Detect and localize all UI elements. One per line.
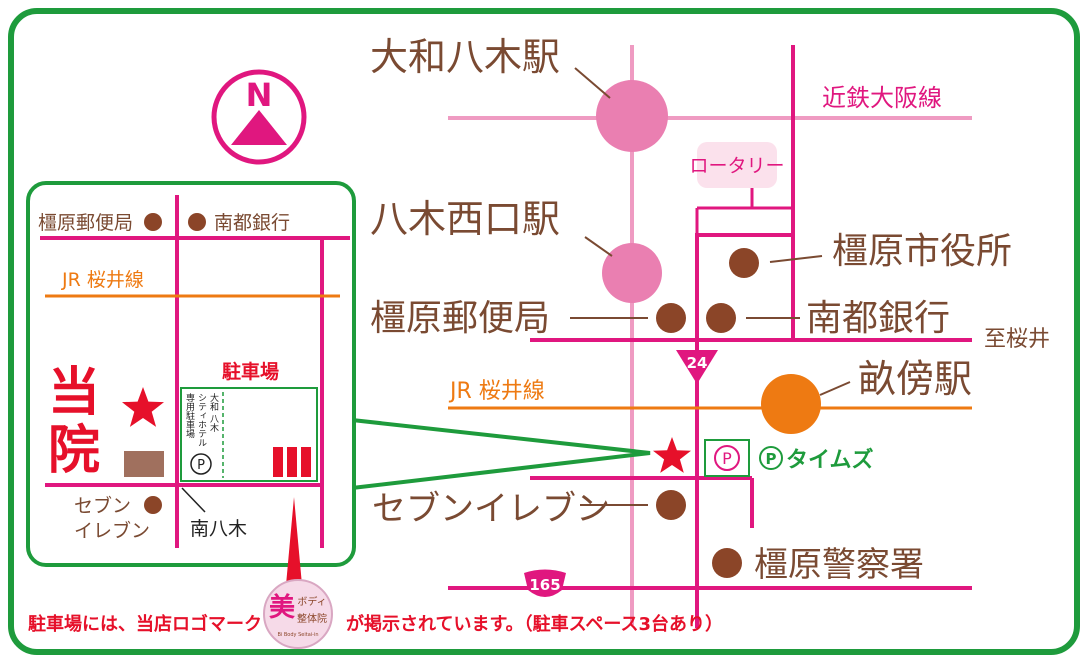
route165-shield <box>524 569 566 597</box>
logo-mark <box>263 579 333 649</box>
inset-parking-title: 駐車場 <box>222 360 279 383</box>
footer-text-before: 駐車場には、当店ロゴマーク <box>28 613 262 635</box>
leader-yamato-yagi <box>574 67 611 99</box>
marker-seven-eleven <box>656 490 686 520</box>
inset-parking-p-icon <box>190 453 212 475</box>
inset-label-seven-2: イレブン <box>74 519 150 542</box>
label-kintetsu-osaka: 近鉄大阪線 <box>822 84 942 112</box>
marker-nanto-bank <box>706 303 736 333</box>
inset-hotel-col-3: シティホテル <box>196 393 207 447</box>
logo-main-char: 美 <box>269 592 295 623</box>
inset-label-nanto-bank: 南都銀行 <box>214 212 290 234</box>
inset-clinic-label-2: 院 <box>48 421 100 481</box>
station-yagi-nishiguchi <box>602 243 662 303</box>
inset-marker-post-office <box>144 213 162 231</box>
label-post-office: 橿原郵便局 <box>370 298 550 339</box>
inset-hotel-col-4: 専用駐車場 <box>184 392 195 439</box>
inset-label-jr-sakurai: JR 桜井線 <box>61 269 144 291</box>
times-p-icon <box>714 445 740 471</box>
clinic-star-main <box>653 437 691 473</box>
label-to-sakurai: 至桜井 <box>984 327 1050 352</box>
inset-label-seven-1: セブン <box>74 494 131 517</box>
times-p-legend-letter: P <box>766 450 777 468</box>
label-jr-sakurai-main: JR 桜井線 <box>448 379 545 404</box>
inset-hotel-col-1: 大和 <box>208 392 219 412</box>
inset-clinic-building <box>124 451 164 477</box>
route165-number: 165 <box>529 576 560 594</box>
times-p-letter: P <box>722 449 732 468</box>
marker-city-hall <box>729 248 759 278</box>
logo-pointer <box>286 497 302 585</box>
route24-shield <box>676 350 718 384</box>
compass-north-letter: N <box>246 76 273 114</box>
inset-clinic-star <box>122 387 164 427</box>
inset-parking-space-2 <box>287 447 297 477</box>
inset-marker-seven-eleven <box>144 496 162 514</box>
route24-number: 24 <box>687 354 708 372</box>
label-times: タイムズ <box>786 447 874 473</box>
compass-arrow-icon <box>231 110 287 145</box>
inset-parking-space-1 <box>273 447 283 477</box>
label-yagi-nishiguchi: 八木西口駅 <box>370 197 560 241</box>
footer-text-after: が掲示されています。（駐車スペース3台あり） <box>346 613 723 635</box>
leader-unebi <box>819 381 851 396</box>
leader-city-hall <box>769 255 823 263</box>
label-unebi: 畝傍駅 <box>858 357 972 401</box>
inset-label-post-office: 橿原郵便局 <box>38 212 133 234</box>
station-unebi <box>761 374 821 434</box>
inset-parking-p-letter: P <box>197 458 205 473</box>
logo-side-2: 整体院 <box>297 612 327 625</box>
leader-yagi-nishiguchi <box>584 236 613 257</box>
inset-leader-minami-yagi <box>181 487 206 513</box>
label-rotary: ロータリー <box>689 155 784 177</box>
marker-police <box>712 548 742 578</box>
marker-post-office <box>656 303 686 333</box>
inset-marker-nanto-bank <box>188 213 206 231</box>
callout-connector <box>351 418 651 490</box>
label-yamato-yagi: 大和八木駅 <box>370 35 560 79</box>
label-seven-eleven: セブンイレブン <box>372 489 610 529</box>
label-police: 橿原警察署 <box>754 545 924 585</box>
inset-parking-space-3 <box>301 447 311 477</box>
rotary-box <box>697 142 777 188</box>
logo-side-1: ボディ <box>297 595 326 608</box>
label-nanto-bank: 南都銀行 <box>806 298 950 339</box>
inset-clinic-label-1: 当 <box>48 363 100 423</box>
times-p-legend-icon <box>759 446 783 470</box>
label-city-hall: 橿原市役所 <box>832 231 1012 272</box>
inset-hotel-col-2: 八木 <box>208 414 219 433</box>
inset-label-minami-yagi: 南八木 <box>190 518 247 540</box>
station-yamato-yagi <box>596 80 668 152</box>
logo-small-text: Bi Body Seitai-in <box>277 632 318 638</box>
